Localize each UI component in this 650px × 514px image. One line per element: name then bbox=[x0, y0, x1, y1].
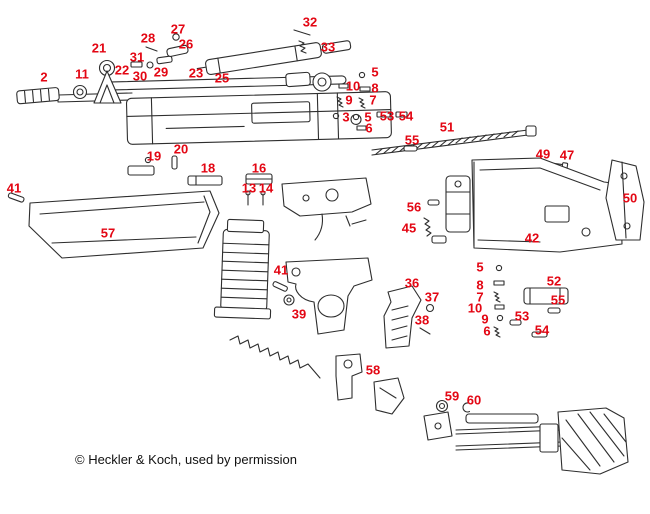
part-number-37: 37 bbox=[424, 289, 440, 305]
part-number-6: 6 bbox=[483, 323, 491, 339]
grip-frame bbox=[285, 257, 373, 335]
bracket-52 bbox=[509, 287, 569, 338]
part-number-16: 16 bbox=[251, 160, 267, 176]
buffer-assembly bbox=[423, 175, 471, 244]
washer-59 bbox=[435, 399, 449, 413]
part-number-11: 11 bbox=[75, 66, 89, 82]
part-number-22: 22 bbox=[114, 62, 130, 78]
part-number-29: 29 bbox=[153, 64, 169, 80]
part-number-7: 7 bbox=[476, 289, 484, 305]
copyright-text: © Heckler & Koch, used by permission bbox=[75, 452, 298, 467]
barrel-washer bbox=[72, 84, 88, 100]
grip-pin bbox=[419, 327, 431, 335]
part-number-2: 2 bbox=[40, 69, 48, 85]
pin-41-left bbox=[7, 192, 25, 203]
part-number-5: 5 bbox=[476, 259, 484, 275]
part-number-5: 5 bbox=[364, 109, 372, 125]
buttstock bbox=[471, 157, 623, 253]
part-number-41: 41 bbox=[6, 180, 22, 196]
part-number-28: 28 bbox=[140, 30, 156, 46]
small-parts-cluster-mid bbox=[127, 155, 273, 206]
bolt-head bbox=[285, 71, 311, 88]
part-number-30: 30 bbox=[132, 68, 148, 84]
part-number-25: 25 bbox=[214, 70, 230, 86]
part-number-60: 60 bbox=[466, 392, 482, 408]
pivot-washer bbox=[283, 294, 295, 306]
magazine bbox=[213, 218, 272, 320]
grip-washer bbox=[425, 303, 435, 313]
part-number-33: 33 bbox=[320, 39, 336, 55]
retaining-clip-60 bbox=[462, 402, 471, 413]
small-parts-cluster-right bbox=[493, 264, 505, 338]
part-number-55: 55 bbox=[404, 132, 420, 148]
bolt-carrier bbox=[196, 40, 352, 76]
takedown-spring bbox=[229, 335, 321, 379]
part-number-32: 32 bbox=[302, 14, 318, 30]
part-number-26: 26 bbox=[178, 36, 194, 52]
part-number-5: 5 bbox=[371, 64, 379, 80]
part-number-58: 58 bbox=[365, 362, 381, 378]
part-number-39: 39 bbox=[291, 306, 307, 322]
part-number-9: 9 bbox=[345, 92, 353, 108]
receiver bbox=[125, 91, 392, 145]
part-number-7: 7 bbox=[369, 92, 377, 108]
part-number-41: 41 bbox=[273, 262, 289, 278]
pin-41-right bbox=[272, 281, 288, 292]
part-number-49: 49 bbox=[535, 146, 551, 162]
rear-sight-drum bbox=[312, 72, 332, 92]
part-number-31: 31 bbox=[129, 49, 145, 65]
small-parts-cluster-top bbox=[332, 71, 408, 131]
part-number-51: 51 bbox=[439, 119, 455, 135]
part-number-18: 18 bbox=[200, 160, 216, 176]
part-number-56: 56 bbox=[406, 199, 422, 215]
part-number-13: 13 bbox=[241, 180, 257, 196]
part-number-47: 47 bbox=[559, 147, 575, 163]
spring-pin bbox=[403, 145, 418, 152]
part-number-14: 14 bbox=[258, 180, 274, 196]
firing-pin bbox=[293, 29, 311, 36]
part-number-10: 10 bbox=[467, 300, 483, 316]
part-number-3: 3 bbox=[342, 109, 350, 125]
trigger-pack bbox=[281, 177, 372, 241]
flash-hider bbox=[16, 87, 60, 105]
part-number-21: 21 bbox=[91, 40, 107, 56]
part-number-8: 8 bbox=[371, 80, 379, 96]
small-pin bbox=[145, 46, 158, 52]
part-number-8: 8 bbox=[476, 277, 484, 293]
part-number-53: 53 bbox=[379, 108, 395, 124]
part-number-36: 36 bbox=[404, 275, 420, 291]
part-number-27: 27 bbox=[170, 21, 186, 37]
recoil-spring bbox=[371, 125, 537, 156]
part-number-50: 50 bbox=[622, 190, 638, 206]
part-number-53: 53 bbox=[514, 308, 530, 324]
part-number-54: 54 bbox=[398, 108, 414, 124]
part-number-23: 23 bbox=[188, 65, 204, 81]
part-number-6: 6 bbox=[365, 120, 373, 136]
part-number-57: 57 bbox=[100, 225, 116, 241]
part-number-9: 9 bbox=[481, 311, 489, 327]
part-number-38: 38 bbox=[414, 312, 430, 328]
retractable-stock bbox=[423, 407, 629, 475]
part-number-45: 45 bbox=[401, 220, 417, 236]
part-number-52: 52 bbox=[546, 273, 562, 289]
sight-pin bbox=[130, 61, 143, 68]
part-number-20: 20 bbox=[173, 141, 189, 157]
part-number-59: 59 bbox=[444, 388, 460, 404]
pistol-grip bbox=[383, 285, 422, 349]
part-number-10: 10 bbox=[345, 78, 361, 94]
handguard bbox=[28, 190, 220, 259]
part-number-19: 19 bbox=[146, 148, 162, 164]
part-number-42: 42 bbox=[524, 230, 540, 246]
part-number-55: 55 bbox=[550, 292, 566, 308]
firing-pin-spring bbox=[298, 40, 307, 54]
assembly-58 bbox=[335, 353, 405, 415]
part-number-54: 54 bbox=[534, 322, 550, 338]
stock-backplate bbox=[605, 159, 645, 241]
